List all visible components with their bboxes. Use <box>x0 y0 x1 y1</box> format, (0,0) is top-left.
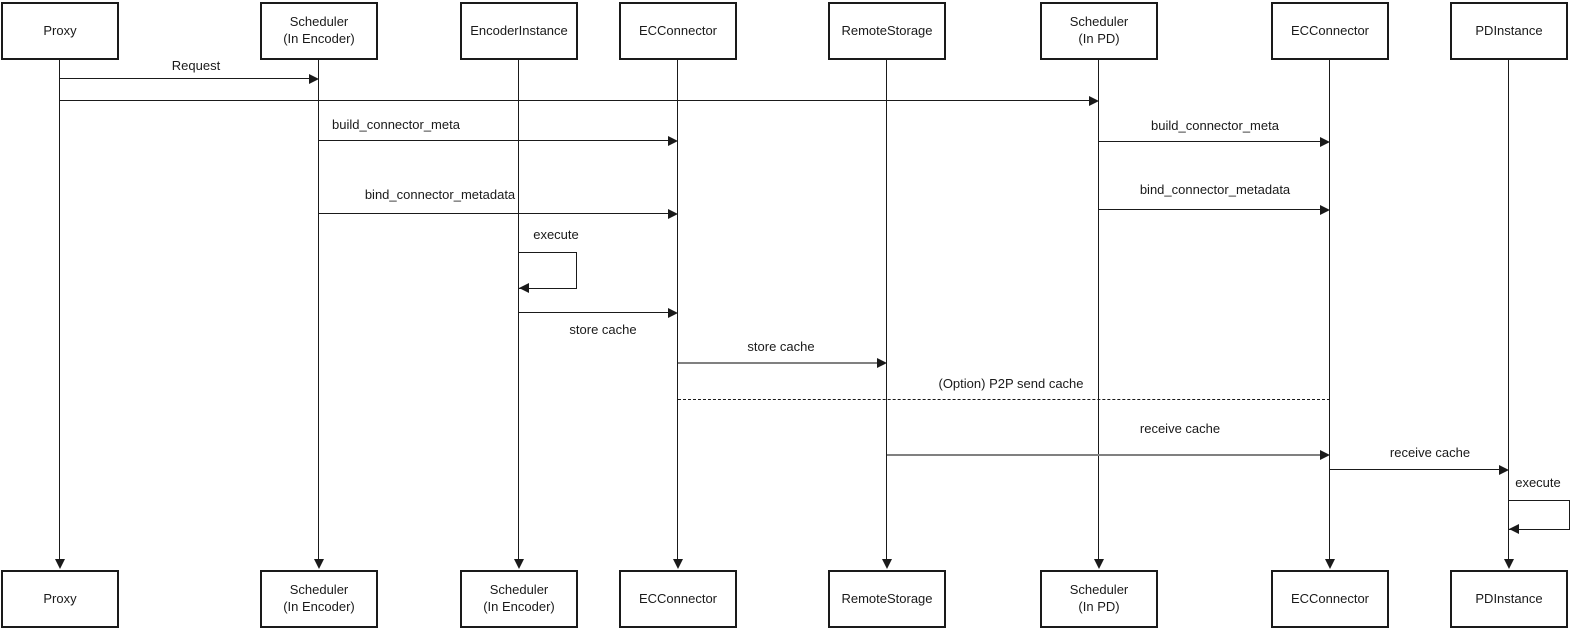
actor-top-encoderinstance: EncoderInstance <box>460 2 578 60</box>
message-line-bind-connector-metadata-right <box>1099 209 1321 210</box>
arrow-right-icon <box>668 209 678 219</box>
lifeline-arrow-down-icon <box>673 559 683 569</box>
arrow-right-icon <box>1320 205 1330 215</box>
actor-bottom-remotestorage: RemoteStorage <box>828 570 946 628</box>
lifeline-arrow-down-icon <box>314 559 324 569</box>
arrow-left-icon <box>519 283 529 293</box>
message-label-execute-pd: execute <box>1515 475 1561 490</box>
actor-top-scheduler-pd: Scheduler (In PD) <box>1040 2 1158 60</box>
message-label-request: Request <box>171 58 221 73</box>
self-loop-execute-pd <box>1509 500 1570 530</box>
actor-bottom-ecconnector-left: ECConnector <box>619 570 737 628</box>
message-line-p2p-send-cache <box>678 399 1330 400</box>
self-loop-execute-encoder <box>519 252 577 289</box>
actor-bottom-scheduler-pd: Scheduler (In PD) <box>1040 570 1158 628</box>
message-label-receive-cache-1: receive cache <box>1139 421 1221 436</box>
lifeline-arrow-down-icon <box>55 559 65 569</box>
message-line-receive-cache-2 <box>1330 469 1500 470</box>
lifeline-arrow-down-icon <box>514 559 524 569</box>
message-line-receive-cache-1 <box>887 454 1321 456</box>
lifeline-arrow-down-icon <box>1325 559 1335 569</box>
message-label-receive-cache-2: receive cache <box>1389 445 1471 460</box>
message-line-store-cache-1 <box>519 312 669 313</box>
lifeline-remotestorage <box>886 60 887 560</box>
message-line-request <box>60 78 310 79</box>
actor-top-ecconnector-left: ECConnector <box>619 2 737 60</box>
arrow-right-icon <box>1089 96 1099 106</box>
lifeline-proxy <box>59 60 60 560</box>
message-label-bind-connector-metadata-left: bind_connector_metadata <box>364 187 516 202</box>
lifeline-scheduler-pd <box>1098 60 1099 560</box>
arrow-left-icon <box>1509 524 1519 534</box>
message-label-execute-encoder: execute <box>533 227 579 242</box>
arrow-right-icon <box>668 308 678 318</box>
message-label-store-cache-2: store cache <box>747 339 815 354</box>
arrow-right-icon <box>1320 137 1330 147</box>
actor-bottom-scheduler-encoder-2: Scheduler (In Encoder) <box>460 570 578 628</box>
lifeline-arrow-down-icon <box>882 559 892 569</box>
actor-top-scheduler-encoder: Scheduler (In Encoder) <box>260 2 378 60</box>
lifeline-encoderinstance <box>518 60 519 560</box>
actor-top-remotestorage: RemoteStorage <box>828 2 946 60</box>
arrow-right-icon <box>1499 465 1509 475</box>
message-label-build-connector-meta-left: build_connector_meta <box>332 117 460 132</box>
arrow-right-icon <box>309 74 319 84</box>
lifeline-arrow-down-icon <box>1094 559 1104 569</box>
message-line-proxy-to-scheduler-pd <box>60 100 1090 101</box>
actor-top-proxy: Proxy <box>1 2 119 60</box>
message-line-store-cache-2 <box>678 362 878 364</box>
actor-bottom-proxy: Proxy <box>1 570 119 628</box>
message-label-p2p-send-cache: (Option) P2P send cache <box>938 376 1084 391</box>
lifeline-pdinstance <box>1508 60 1509 560</box>
message-line-bind-connector-metadata-left <box>319 213 669 214</box>
actor-bottom-ecconnector-right: ECConnector <box>1271 570 1389 628</box>
message-label-build-connector-meta-right: build_connector_meta <box>1151 118 1279 133</box>
message-line-build-connector-meta-left <box>319 140 669 141</box>
actor-top-ecconnector-right: ECConnector <box>1271 2 1389 60</box>
actor-bottom-pdinstance: PDInstance <box>1450 570 1568 628</box>
arrow-right-icon <box>668 136 678 146</box>
message-line-build-connector-meta-right <box>1099 141 1321 142</box>
actor-top-pdinstance: PDInstance <box>1450 2 1568 60</box>
message-label-bind-connector-metadata-right: bind_connector_metadata <box>1139 182 1291 197</box>
actor-bottom-scheduler-encoder: Scheduler (In Encoder) <box>260 570 378 628</box>
arrow-right-icon <box>877 358 887 368</box>
message-label-store-cache-1: store cache <box>569 322 637 337</box>
arrow-right-icon <box>1320 450 1330 460</box>
lifeline-arrow-down-icon <box>1504 559 1514 569</box>
lifeline-scheduler-encoder <box>318 60 319 560</box>
lifeline-ecconnector-right <box>1329 60 1330 560</box>
